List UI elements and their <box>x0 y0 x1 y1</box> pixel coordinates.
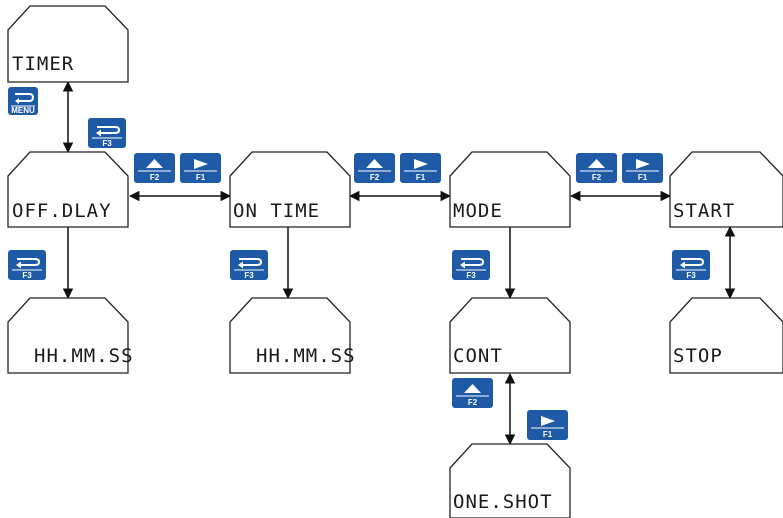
display-on-time-text: ON TIME <box>233 200 320 222</box>
f1-key-button[interactable]: F1 <box>180 153 221 183</box>
return-arrow-icon <box>15 93 35 102</box>
f1-key-label: F1 <box>543 430 553 439</box>
display-start: START <box>669 151 783 228</box>
display-timer: TIMER <box>7 5 129 83</box>
f1-key-button[interactable]: F1 <box>622 153 663 183</box>
display-hhmmss-offdlay-text: HH.MM.SS <box>34 345 134 367</box>
connectors <box>62 80 736 446</box>
display-off-dlay-text: OFF.DLAY <box>12 200 112 222</box>
display-hhmmss-ontime-text: HH.MM.SS <box>256 345 356 367</box>
f1-key-label: F1 <box>416 173 426 182</box>
display-off-dlay: OFF.DLAY <box>7 151 129 228</box>
f3-key-button[interactable]: F3 <box>230 250 268 280</box>
f1-key-label: F1 <box>196 173 206 182</box>
f3-key-label: F3 <box>686 271 696 280</box>
display-stop-text: STOP <box>673 345 723 367</box>
display-cont-text: CONT <box>453 345 503 367</box>
display-oneshot: ONE.SHOT <box>449 443 571 518</box>
menu-key-label: MENU <box>11 106 35 115</box>
display-stop: STOP <box>669 297 783 374</box>
right-triangle-icon <box>541 416 555 426</box>
display-hhmmss-offdlay: HH.MM.SS <box>7 297 134 374</box>
f3-key-button[interactable]: F3 <box>452 250 490 280</box>
enter-arrow-icon <box>97 126 121 134</box>
f3-key-label: F3 <box>22 271 32 280</box>
f1-key-label: F1 <box>638 173 648 182</box>
up-triangle-icon <box>366 159 383 168</box>
f1-key-button[interactable]: F1 <box>527 410 568 440</box>
display-timer-text: TIMER <box>12 53 74 75</box>
f3-key-button[interactable]: F3 <box>672 250 710 280</box>
display-mode-text: MODE <box>453 200 503 222</box>
f2-key-label: F2 <box>592 173 602 182</box>
right-triangle-icon <box>636 159 650 169</box>
f2-key-button[interactable]: F2 <box>452 378 493 408</box>
f2-key-button[interactable]: F2 <box>576 153 617 183</box>
up-triangle-icon <box>464 384 481 393</box>
up-triangle-icon <box>146 159 163 168</box>
display-mode: MODE <box>449 151 571 228</box>
f3-key-button[interactable]: F3 <box>88 118 126 148</box>
f3-key-label: F3 <box>102 139 112 148</box>
up-triangle-icon <box>588 159 605 168</box>
enter-arrow-icon <box>17 258 41 266</box>
menu-key-button[interactable]: MENU <box>8 87 38 115</box>
f3-key-label: F3 <box>244 271 254 280</box>
display-on-time: ON TIME <box>229 151 351 228</box>
display-start-text: START <box>673 200 735 222</box>
display-hhmmss-ontime: HH.MM.SS <box>229 297 356 374</box>
f3-key-button[interactable]: F3 <box>8 250 46 280</box>
enter-arrow-icon <box>461 258 485 266</box>
display-oneshot-text: ONE.SHOT <box>453 491 553 513</box>
f3-key-label: F3 <box>466 271 476 280</box>
f2-key-label: F2 <box>370 173 380 182</box>
enter-arrow-icon <box>681 258 705 266</box>
f2-key-label: F2 <box>468 398 478 407</box>
right-triangle-icon <box>194 159 208 169</box>
f1-key-button[interactable]: F1 <box>400 153 441 183</box>
f2-key-button[interactable]: F2 <box>354 153 395 183</box>
right-triangle-icon <box>414 159 428 169</box>
f2-key-button[interactable]: F2 <box>134 153 175 183</box>
enter-arrow-icon <box>239 258 263 266</box>
f2-key-label: F2 <box>150 173 160 182</box>
display-cont: CONT <box>449 297 571 374</box>
